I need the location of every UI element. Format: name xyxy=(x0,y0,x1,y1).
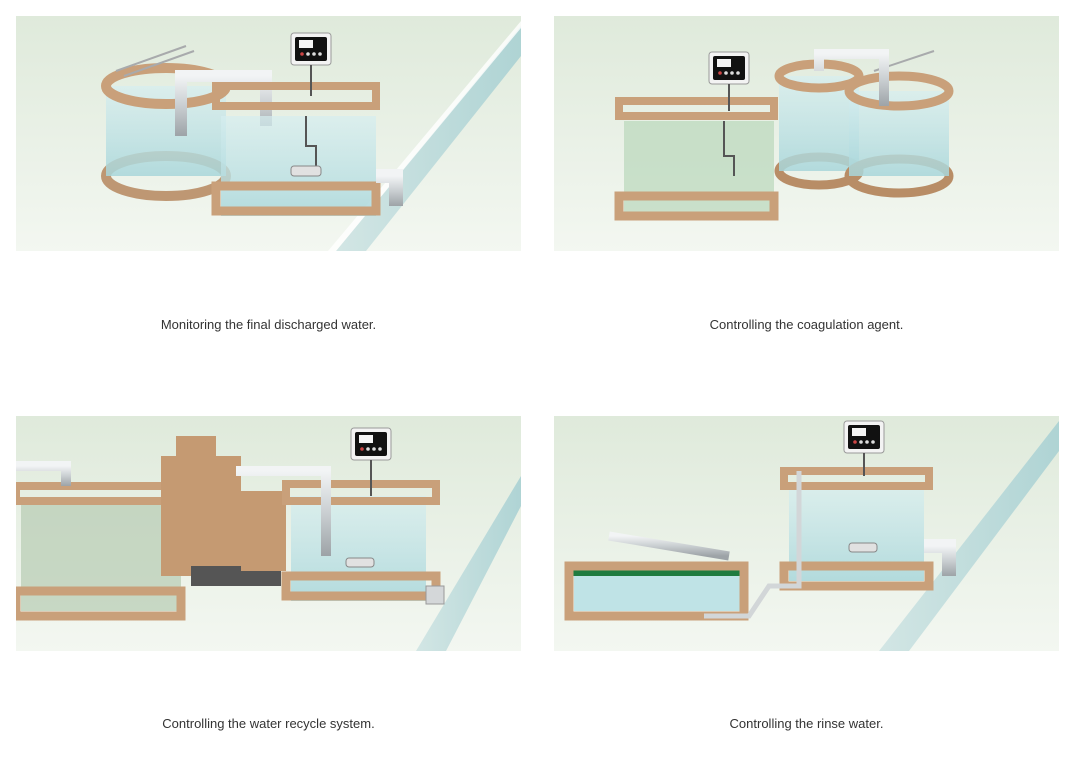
caption-coagulation: Controlling the coagulation agent. xyxy=(709,317,904,332)
caption-final-discharge: Monitoring the final discharged water. xyxy=(160,317,377,332)
illustration-final-discharge xyxy=(16,16,521,251)
illustration-rinse-water xyxy=(554,416,1059,651)
caption-water-recycle: Controlling the water recycle system. xyxy=(162,716,375,731)
illustration-water-recycle xyxy=(16,416,521,651)
illustration-coagulation xyxy=(554,16,1059,251)
caption-rinse-water: Controlling the rinse water. xyxy=(729,716,884,731)
